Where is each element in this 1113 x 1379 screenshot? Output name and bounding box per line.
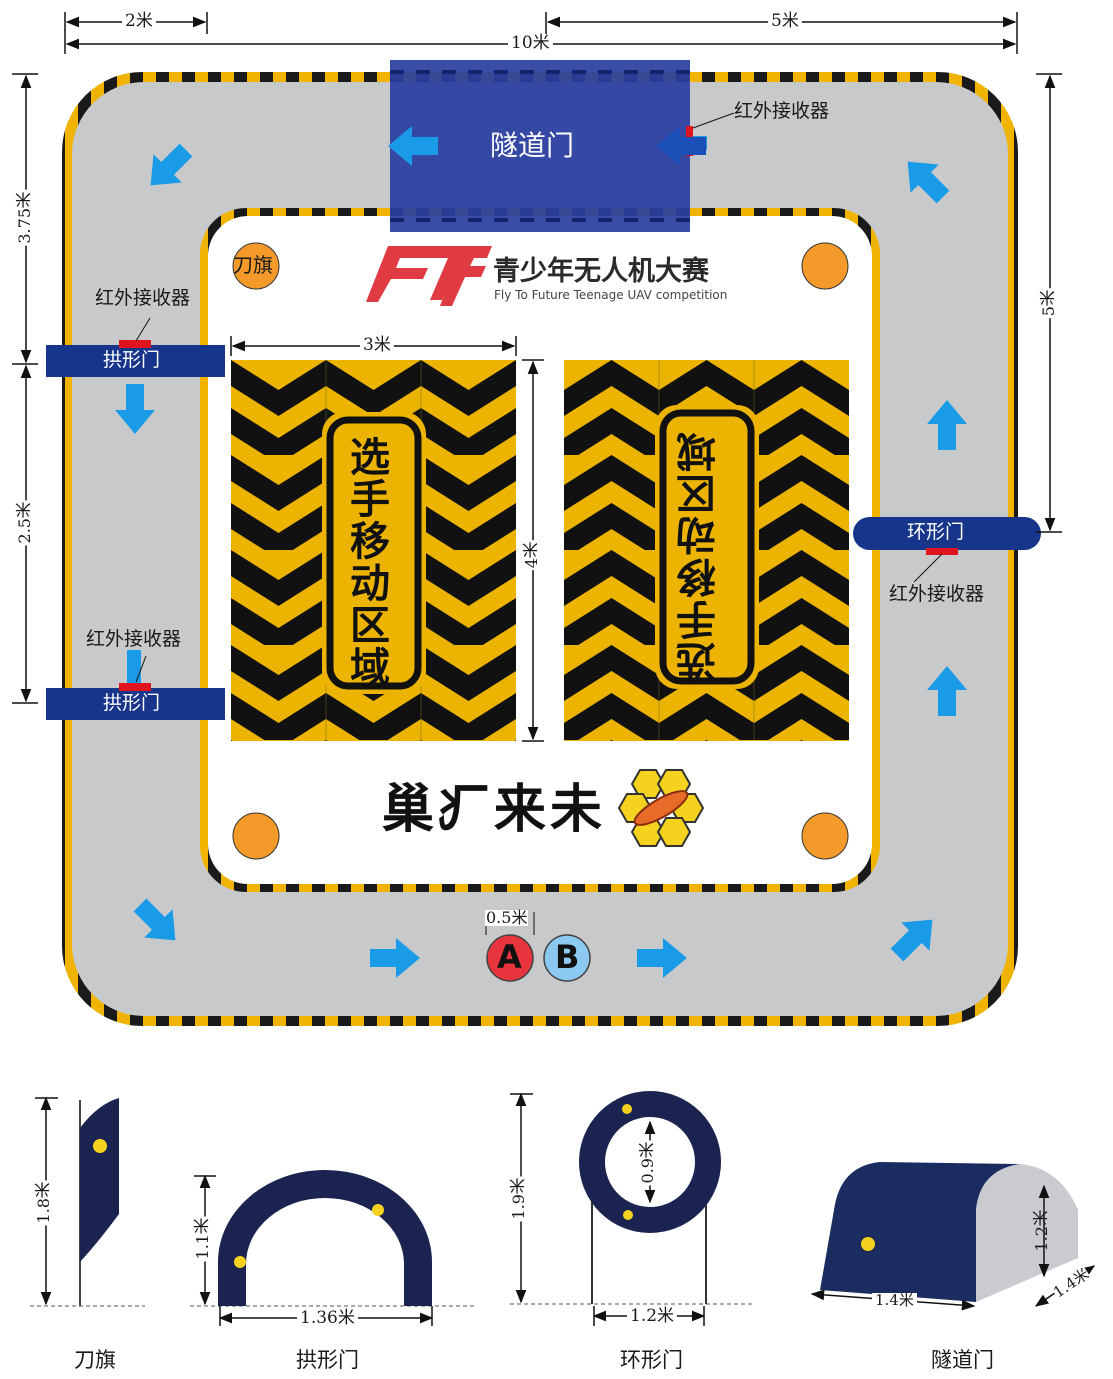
player-zone-right-label: 选手移动区域 xyxy=(677,430,723,682)
player-zone-left-label: 选手移动区域 xyxy=(343,436,389,688)
dim-zone-3m: 3米 xyxy=(360,337,394,354)
dim-top-5m: 5米 xyxy=(768,13,802,30)
start-b-label: B xyxy=(555,938,580,976)
legend-caption-arch: 拱形门 xyxy=(296,1348,359,1372)
dim-zone-4m: 4米 xyxy=(522,540,541,571)
legend-arch-width: 1.36米 xyxy=(297,1310,358,1327)
legend-ring-width: 1.2米 xyxy=(627,1308,678,1325)
honeycomb-logo-icon xyxy=(617,769,705,847)
flag-marker-label: 刀旗 xyxy=(233,253,273,277)
legend-ring-height: 1.9米 xyxy=(509,1176,528,1222)
receiver-icon xyxy=(119,340,151,348)
start-b xyxy=(543,934,591,982)
sponsor-name: 未来飞巢 xyxy=(378,780,603,840)
flag-marker xyxy=(801,242,849,290)
start-a xyxy=(486,934,534,982)
dim-gap-05m: 0.5米 xyxy=(485,908,529,927)
ir-receiver-label-right: 红外接收器 xyxy=(889,583,985,605)
legend-caption-flag: 刀旗 xyxy=(74,1348,116,1372)
ring-icon xyxy=(579,1091,721,1304)
ir-receiver-label-left-upper: 红外接收器 xyxy=(95,287,191,309)
legend-caption-ring: 环形门 xyxy=(620,1348,683,1372)
arch-gate-upper xyxy=(46,345,225,377)
flag-marker xyxy=(232,812,280,860)
legend-flag-height: 1.8米 xyxy=(34,1180,53,1226)
brand-title: 青少年无人机大赛 xyxy=(493,256,709,287)
flag-icon xyxy=(79,1098,119,1306)
dim-left-25m: 2.5米 xyxy=(15,500,34,546)
arch-gate-upper-label: 拱形门 xyxy=(103,349,161,371)
receiver-icon xyxy=(127,650,141,686)
direction-arrow-icon xyxy=(115,126,967,978)
tunnel-gate xyxy=(390,60,690,232)
legend-tunnel-width: 1.4米 xyxy=(872,1293,917,1308)
ring-gate xyxy=(853,517,1041,550)
brand-subtitle: Fly To Future Teenage UAV competition xyxy=(494,288,728,302)
arch-gate-lower xyxy=(46,688,225,720)
flag-marker xyxy=(232,242,280,290)
arch-icon xyxy=(218,1170,432,1306)
ir-receiver-label-top: 红外接收器 xyxy=(734,100,830,122)
receiver-icon xyxy=(119,683,151,691)
legend-caption-tunnel: 隧道门 xyxy=(931,1348,994,1372)
arch-gate-lower-label: 拱形门 xyxy=(103,692,161,714)
receiver-icon xyxy=(926,548,958,555)
ir-receiver-label-left-lower: 红外接收器 xyxy=(86,628,182,650)
legend-tunnel-height: 1.2米 xyxy=(1032,1210,1051,1252)
dim-left-375m: 3.75米 xyxy=(15,190,34,246)
ring-gate-label: 环形门 xyxy=(907,521,965,543)
legend-ring-inner: 0.9米 xyxy=(638,1140,657,1186)
flag-marker xyxy=(801,812,849,860)
dim-top-10m: 10米 xyxy=(508,35,553,52)
start-a-label: A xyxy=(497,938,522,976)
dim-right-5m: 5米 xyxy=(1039,288,1058,319)
tunnel-gate-label: 隧道门 xyxy=(490,129,575,162)
ftf-logo xyxy=(366,246,492,306)
legend-arch-height: 1.1米 xyxy=(193,1216,212,1262)
dim-top-2m: 2米 xyxy=(122,13,156,30)
